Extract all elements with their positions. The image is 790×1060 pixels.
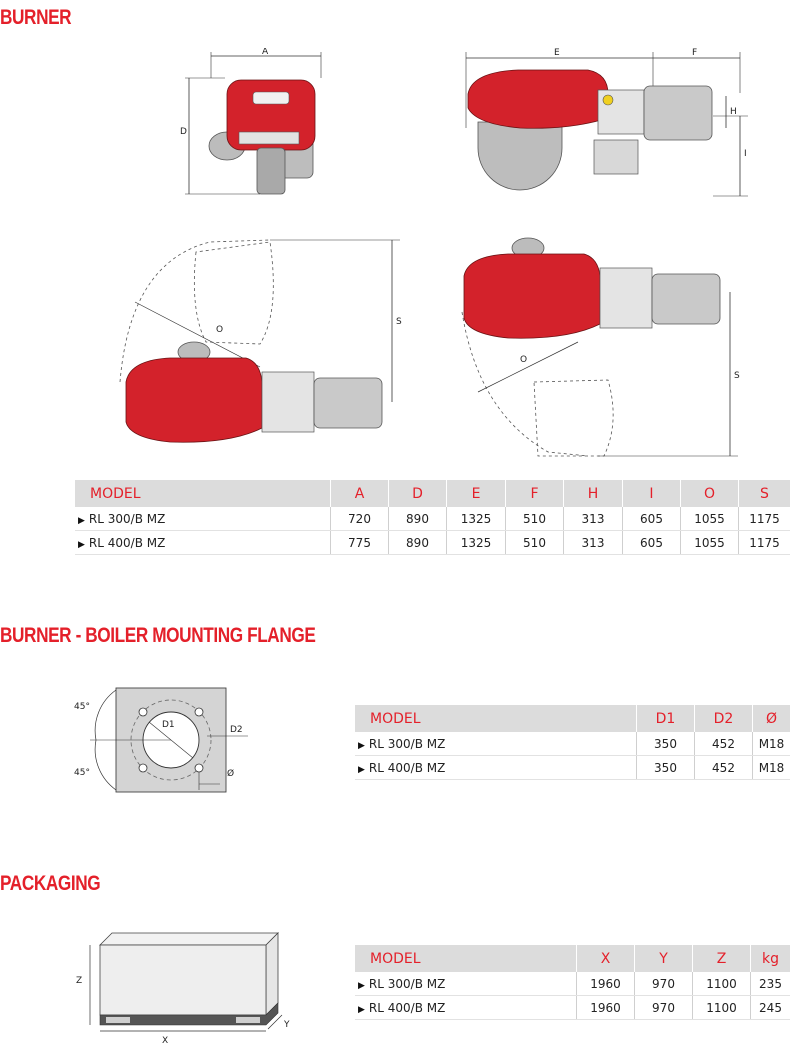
col-header-x: X [576,945,635,972]
col-header-e: E [446,480,506,507]
col-header-model: MODEL [75,480,331,507]
model-cell: ▶RL 400/B MZ [355,995,577,1020]
cell-d1: 350 [636,755,695,780]
packaging-section-title: PACKAGING [0,872,101,895]
dim-label-d: D [180,127,187,137]
cell-kg: 235 [750,972,790,996]
col-header-s: S [738,480,790,507]
col-header-f: F [505,480,564,507]
cell-x: 1960 [576,995,635,1020]
cell-o: 1055 [680,530,739,555]
dim-label-h: H [730,107,737,117]
cell-d: 890 [388,530,447,555]
col-header-d2: D2 [694,705,753,732]
row-marker-icon: ▶ [358,980,365,991]
col-header-d: D [388,480,447,507]
col-header-z: Z [692,945,751,972]
cell-d: 890 [388,507,447,531]
table-row: ▶RL 300/B MZ 720 890 1325 510 313 605 10… [75,507,790,531]
row-marker-icon: ▶ [78,515,85,526]
model-cell: ▶RL 300/B MZ [355,732,637,756]
table-row: ▶RL 300/B MZ 350 452 M18 [355,732,790,756]
flange-dimensions-table: MODEL D1 D2 Ø ▶RL 300/B MZ 350 452 M18 ▶… [355,705,790,780]
flange-drawing: D1 45° 45° D2 Ø [74,687,248,793]
flange-label-angle-bottom: 45° [74,768,90,778]
col-header-model: MODEL [355,945,577,972]
cell-e: 1325 [446,530,506,555]
cell-z: 1100 [692,995,751,1020]
cell-d1: 350 [636,732,695,756]
flange-label-d2: D2 [230,725,243,735]
dim-label-s-right: S [734,371,740,381]
cell-o: 1055 [680,507,739,531]
table-row: ▶RL 300/B MZ 1960 970 1100 235 [355,972,790,996]
model-cell: ▶RL 300/B MZ [75,507,331,531]
dim-label-o-right: O [520,355,527,365]
col-header-h: H [563,480,623,507]
dim-label-e: E [554,48,560,58]
cell-h: 313 [563,507,623,531]
dim-label-f: F [692,48,697,58]
cell-y: 970 [634,972,693,996]
burner-section-title: BURNER [0,6,72,29]
dim-label-a: A [262,48,269,57]
col-header-y: Y [634,945,693,972]
col-header-d1: D1 [636,705,695,732]
col-header-o: O [680,480,739,507]
burner-front-view: A D [180,48,322,195]
cell-y: 970 [634,995,693,1020]
row-marker-icon: ▶ [358,740,365,751]
table-header-row: MODEL D1 D2 Ø [355,705,790,732]
packaging-dimensions-table: MODEL X Y Z kg ▶RL 300/B MZ 1960 970 110… [355,945,790,1020]
cell-i: 605 [622,507,681,531]
model-cell: ▶RL 300/B MZ [355,972,577,996]
cell-d2: 452 [694,732,753,756]
cell-d2: 452 [694,755,753,780]
cell-a: 720 [330,507,389,531]
col-header-kg: kg [750,945,790,972]
dim-label-o-left: O [216,325,223,335]
row-marker-icon: ▶ [78,539,85,550]
cell-kg: 245 [750,995,790,1020]
flange-section-title: BURNER - BOILER MOUNTING FLANGE [0,624,316,647]
cell-z: 1100 [692,972,751,996]
packaging-drawing: Z X Y [76,932,290,1046]
cell-s: 1175 [738,530,790,555]
dim-label-s-left: S [396,317,402,327]
cell-x: 1960 [576,972,635,996]
flange-label-dia: Ø [227,768,234,779]
cell-f: 510 [505,530,564,555]
burner-side-view: E F H I [465,48,748,197]
table-row: ▶RL 400/B MZ 775 890 1325 510 313 605 10… [75,530,790,555]
table-header-row: MODEL X Y Z kg [355,945,790,972]
flange-label-d1: D1 [162,720,175,730]
row-marker-icon: ▶ [358,764,365,775]
cell-dia: M18 [752,732,790,756]
cell-dia: M18 [752,755,790,780]
table-row: ▶RL 400/B MZ 1960 970 1100 245 [355,995,790,1020]
pack-label-z: Z [76,976,82,986]
burner-dimensions-table: MODEL A D E F H I O S ▶RL 300/B MZ 720 8… [75,480,790,555]
cell-i: 605 [622,530,681,555]
burner-rotated-view-left: O S [119,239,402,443]
cell-f: 510 [505,507,564,531]
flange-label-angle-top: 45° [74,702,90,712]
table-row: ▶RL 400/B MZ 350 452 M18 [355,755,790,780]
cell-a: 775 [330,530,389,555]
cell-s: 1175 [738,507,790,531]
model-cell: ▶RL 400/B MZ [355,755,637,780]
model-cell: ▶RL 400/B MZ [75,530,331,555]
burner-rotated-view-right: O S [461,237,740,457]
col-header-dia: Ø [752,705,790,732]
cell-h: 313 [563,530,623,555]
dim-label-i: I [744,149,747,159]
table-header-row: MODEL A D E F H I O S [75,480,790,507]
col-header-a: A [330,480,389,507]
pack-label-y: Y [283,1020,290,1030]
pack-label-x: X [162,1036,168,1046]
col-header-i: I [622,480,681,507]
row-marker-icon: ▶ [358,1004,365,1015]
cell-e: 1325 [446,507,506,531]
col-header-model: MODEL [355,705,637,732]
